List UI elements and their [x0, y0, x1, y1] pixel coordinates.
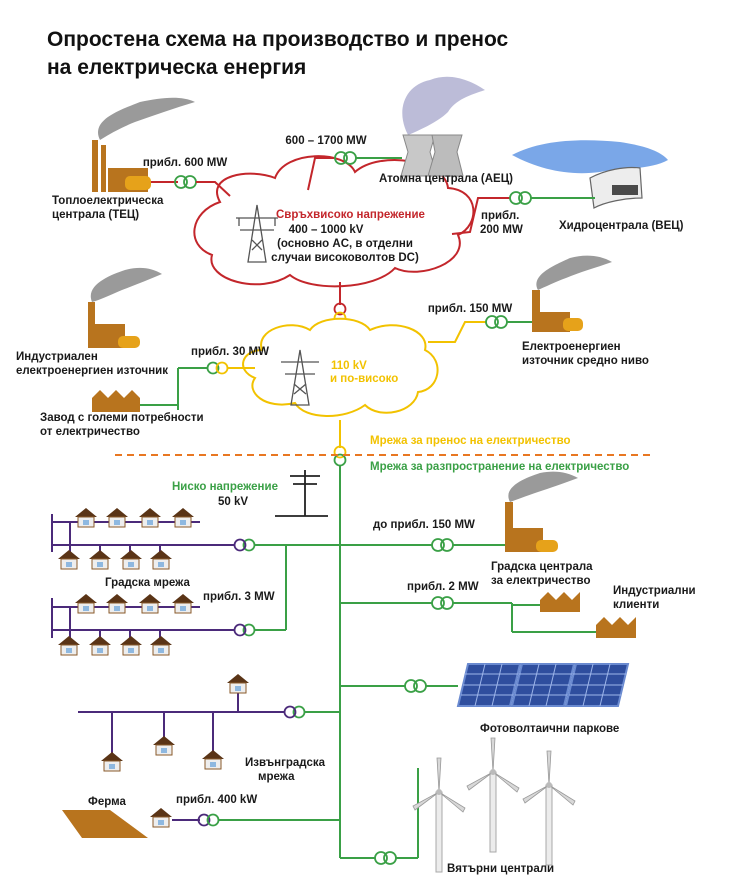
rural-grid-label-2: мрежа: [258, 771, 295, 783]
low-voltage-value: 50 kV: [218, 496, 248, 508]
city-plant-label-1: Градска централа: [491, 561, 593, 573]
solar-panel-icon: [565, 663, 629, 707]
factory-label-2: от електричество: [40, 426, 140, 438]
legend-distribution: Мрежа за разпространение на електричеств…: [370, 461, 629, 473]
house-icon: [171, 593, 195, 614]
thermal-power-plant-icon: [92, 97, 195, 192]
transformer-icon: [197, 813, 220, 827]
house-icon: [226, 673, 250, 694]
house-icon: [171, 507, 195, 528]
factory-icon: [92, 390, 140, 412]
house-icon: [74, 593, 98, 614]
legend-transmission: Мрежа за пренос на електричество: [370, 435, 571, 447]
transformer-icon: [509, 191, 532, 205]
house-icon: [138, 507, 162, 528]
house-icon: [57, 635, 81, 656]
hv-voltage: 110 kV: [331, 360, 367, 372]
transformer-icon: [333, 445, 347, 467]
ehv-heading: Свръхвисоко напрежение: [276, 209, 425, 221]
farm-label: Ферма: [88, 796, 126, 808]
hv-note: и по-високо: [330, 373, 398, 385]
ehv-voltage: 400 – 1000 kV: [289, 224, 364, 236]
wind-label: Вятърни централи: [447, 863, 554, 875]
transformer-icon: [233, 538, 256, 552]
farm-field-icon: [62, 810, 148, 838]
wind-turbine-icon: [466, 737, 520, 853]
house-icon: [88, 549, 112, 570]
house-icon: [88, 635, 112, 656]
tec-label-2: централа (ТЕЦ): [52, 209, 139, 221]
transformer-icon: [233, 623, 256, 637]
solar-panel-icon: [511, 663, 575, 707]
industrial-clients-label-1: Индустриални: [613, 585, 696, 597]
house-icon: [149, 807, 173, 828]
transformer-icon: [206, 361, 229, 375]
hydro-power-plant-icon: [512, 140, 668, 209]
vec-power-1: прибл.: [481, 210, 519, 222]
transformer-icon: [404, 679, 427, 693]
transformer-icon: [283, 705, 306, 719]
wind-turbine-icon: [522, 750, 576, 866]
house-icon: [105, 507, 129, 528]
tec-power: прибл. 600 MW: [143, 157, 228, 169]
transmission-tower-icon: [236, 204, 278, 263]
industrial-power: прибл. 30 MW: [191, 346, 269, 358]
farm-power: прибл. 400 kW: [176, 794, 257, 806]
vec-power-2: 200 MW: [480, 224, 523, 236]
transformer-icon: [431, 596, 454, 610]
medium-label-1: Електроенергиен: [522, 341, 621, 353]
house-icon: [138, 593, 162, 614]
industrial-clients-power: прибл. 2 MW: [407, 581, 479, 593]
transmission-tower-icon: [281, 349, 319, 406]
house-icon: [105, 593, 129, 614]
house-icon: [149, 635, 173, 656]
ehv-note-2: случаи високоволтов DC): [271, 252, 419, 264]
house-icon: [152, 735, 176, 756]
industrial-label-2: електроенергиен източник: [16, 365, 168, 377]
factory-icon: [540, 592, 580, 612]
medium-power: прибл. 150 MW: [428, 303, 513, 315]
aec-label: Атомна централа (АЕЦ): [379, 173, 513, 185]
city-plant-power: до прибл. 150 MW: [373, 519, 475, 531]
city-plant-label-2: за електричество: [491, 575, 590, 587]
house-icon: [119, 635, 143, 656]
city-grid-label: Градска мрежа: [105, 577, 190, 589]
city-power-plant-icon: [505, 471, 578, 552]
transformer-icon: [431, 538, 454, 552]
house-icon: [74, 507, 98, 528]
house-icon: [201, 749, 225, 770]
diagram-title-line1: Опростена схема на производство и пренос: [47, 28, 509, 51]
industrial-clients-label-2: клиенти: [613, 599, 659, 611]
low-voltage-label: Ниско напрежение: [172, 481, 278, 493]
transformer-icon: [374, 851, 397, 865]
medium-label-2: източник средно ниво: [522, 355, 649, 367]
rural-grid: [78, 690, 284, 755]
transformer-icon: [485, 315, 508, 329]
diagram-title-line2: на електрическа енергия: [47, 56, 306, 79]
house-icon: [57, 549, 81, 570]
house-icon: [149, 549, 173, 570]
rural-grid-label-1: Извънградска: [245, 757, 326, 769]
industrial-label-1: Индустриален: [16, 351, 98, 363]
city-power: прибл. 3 MW: [203, 591, 275, 603]
nuclear-power-plant-icon: [400, 76, 485, 177]
solar-label: Фотоволтаични паркове: [480, 723, 619, 735]
factory-icon: [596, 617, 636, 638]
industrial-power-plant-icon: [88, 267, 162, 348]
solar-panel-icon: [457, 663, 521, 707]
medium-power-plant-icon: [532, 255, 612, 332]
transformer-icon: [174, 175, 197, 189]
ehv-note-1: (основно AC, в отделни: [277, 238, 413, 250]
aec-power: 600 – 1700 MW: [285, 135, 366, 147]
vec-label: Хидроцентрала (ВЕЦ): [559, 220, 684, 232]
hv-cloud: [242, 317, 439, 417]
house-icon: [100, 751, 124, 772]
house-icon: [119, 549, 143, 570]
utility-pole-icon: [275, 470, 328, 517]
tec-label-1: Топлоелектрическа: [52, 195, 164, 207]
factory-label-1: Завод с големи потребности: [40, 412, 204, 424]
wind-turbine-icon: [412, 757, 466, 873]
